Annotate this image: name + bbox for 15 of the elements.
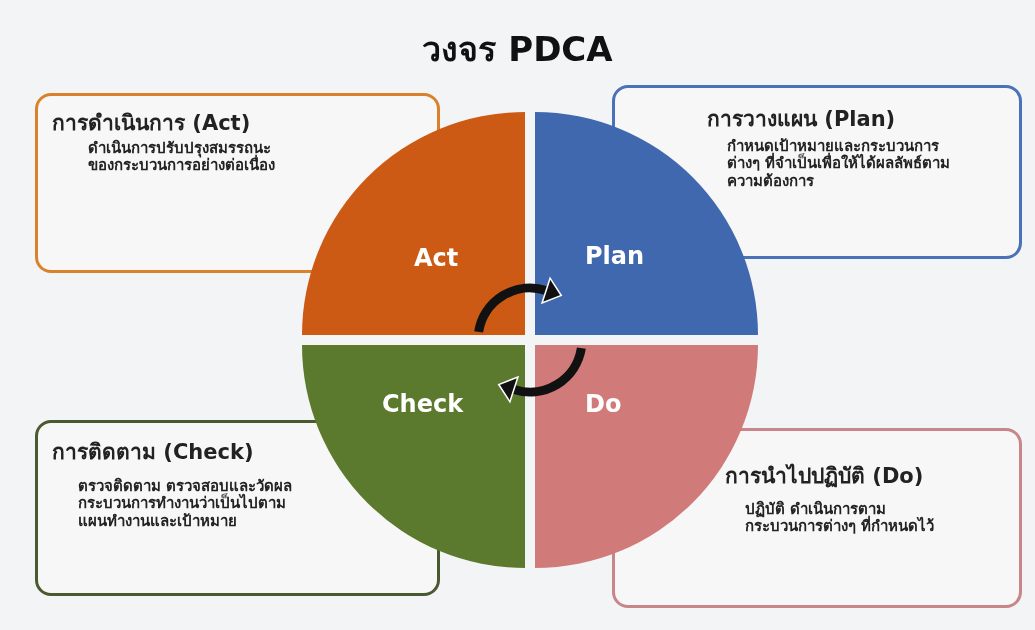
card-description: ตรวจติดตาม ตรวจสอบและวัดผลกระบวนการทำงานว่าเป็นไปตามแผนทำงานและเป้าหมาย: [78, 478, 293, 530]
curved-arrow: [497, 347, 586, 404]
title: วงจร PDCA: [422, 29, 613, 69]
card-description: กำหนดเป้าหมายและกระบวนการต่างๆ ที่จำเป็นเพื่อให้ได้ผลลัพธ์ตามความต้องการ: [727, 138, 952, 190]
card-heading: การนำไปปฏิบัติ (Do): [725, 462, 924, 490]
card-description: ปฏิบัติ ดำเนินการตามกระบวนการต่างๆ ที่กำหนดไว้: [745, 501, 936, 536]
card-heading: การดำเนินการ (Act): [52, 110, 251, 137]
card-description: ดำเนินการปรับปรุงสมรรถนะของกระบวนการอย่างต่อเนื่อง: [88, 140, 276, 175]
card-heading: การติดตาม (Check): [52, 439, 254, 466]
segment-label: Do: [585, 390, 622, 418]
card-heading: การวางแผน (Plan): [707, 106, 896, 133]
curved-arrow: [474, 276, 563, 333]
segment-label: Check: [382, 390, 464, 418]
segment-label: Plan: [585, 242, 645, 270]
segment-label: Act: [414, 244, 459, 272]
